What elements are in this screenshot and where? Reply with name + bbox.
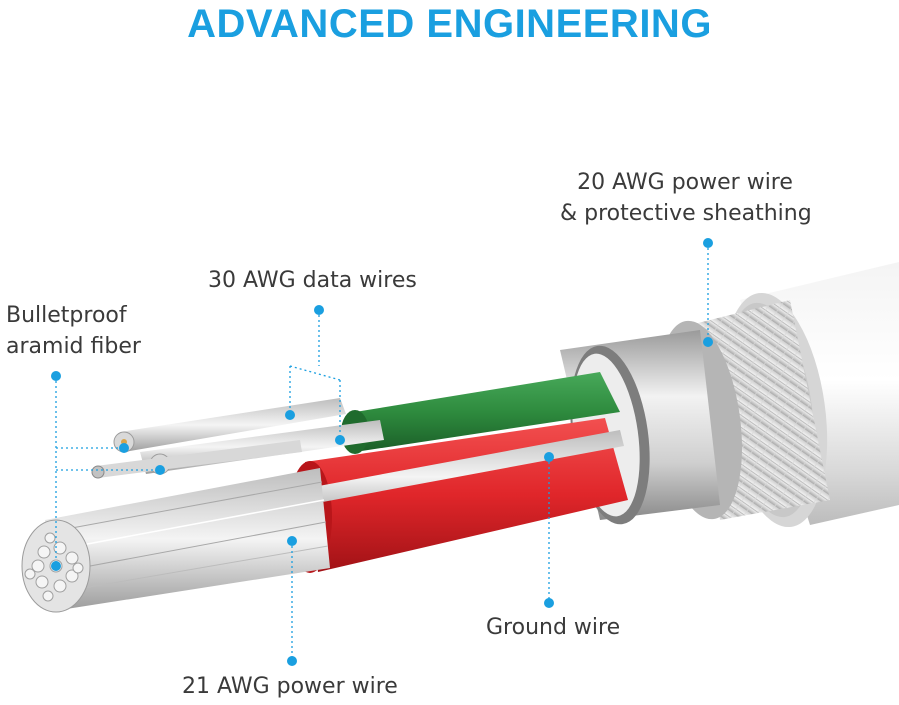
callout-dot-ground [544,452,554,462]
callout-dot-20awg-top [703,238,713,248]
label-20awg-power-wire: 20 AWG power wire & protective sheathing [560,167,812,229]
callout-dot-30awg-b [335,435,345,445]
callout-dot-ground-bottom [544,598,554,608]
label-ground-wire: Ground wire [486,615,621,640]
callout-dot-21awg [287,536,297,546]
callout-line-30awg [289,310,341,440]
label-aramid-fiber: Bulletproof aramid fiber [6,300,141,362]
callout-dot-30awg-top [314,305,324,315]
power-wire-bundle [21,468,330,613]
data-wire-strands [91,398,384,479]
label-21awg-power-wire: 21 AWG power wire [182,674,398,699]
callout-dots [51,238,713,666]
callout-dot-20awg [703,337,713,347]
callout-dot-aramid-b [155,465,165,475]
callout-dot-21awg-bottom [287,656,297,666]
callout-lines [55,243,709,661]
label-aramid-line2: aramid fiber [6,334,141,359]
label-20awg-line2: & protective sheathing [560,201,812,226]
callout-dot-aramid-c [51,561,61,571]
callout-dot-aramid-a [119,443,129,453]
label-20awg-line1: 20 AWG power wire [577,170,793,195]
label-aramid-line1: Bulletproof [6,303,127,328]
page-title: ADVANCED ENGINEERING [187,2,712,46]
callout-dot-aramid-top [51,371,61,381]
label-30awg-data-wires: 30 AWG data wires [208,268,417,293]
callout-dot-30awg-a [285,410,295,420]
callout-line-aramid [55,376,160,566]
